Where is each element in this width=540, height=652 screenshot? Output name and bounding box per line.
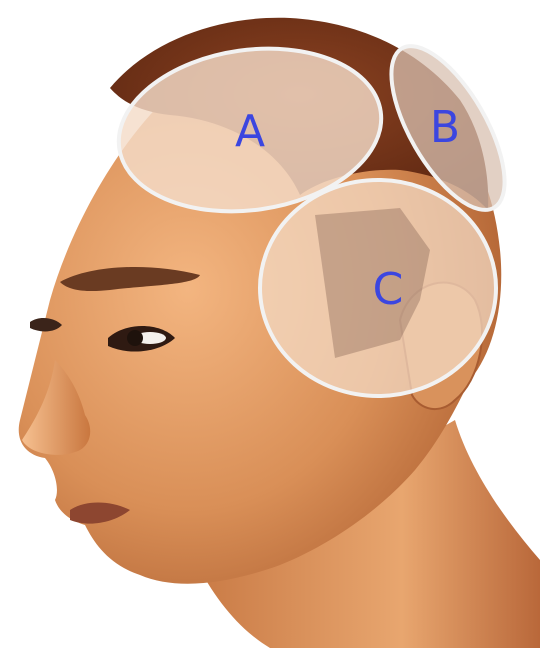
zone-c: C (260, 180, 496, 396)
zone-b-label: B (430, 102, 460, 153)
zone-c-label: C (373, 264, 404, 315)
zone-a-label: A (235, 106, 265, 157)
pupil (127, 330, 143, 346)
